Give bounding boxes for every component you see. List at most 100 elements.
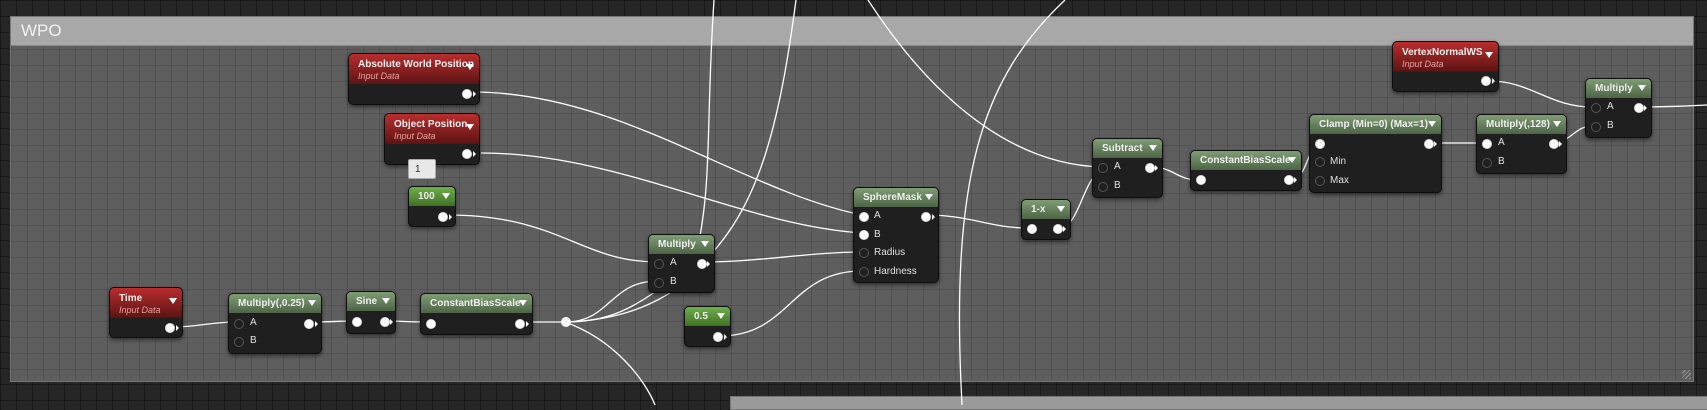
input-pin[interactable]	[1196, 175, 1206, 185]
input-pin-b[interactable]	[1482, 158, 1492, 168]
collapse-arrow-icon[interactable]	[1057, 206, 1065, 212]
node-constant-bias-scale[interactable]: ConstantBiasScale	[420, 293, 533, 335]
node-sphere-mask[interactable]: SphereMask A B Radius Hardness	[853, 187, 939, 283]
wire	[446, 214, 659, 263]
input-pin-hardness[interactable]	[859, 267, 869, 277]
collapse-arrow-icon[interactable]	[382, 298, 390, 304]
node-time[interactable]: Time Input Data	[109, 287, 183, 338]
node-title: Object Position	[394, 119, 468, 130]
node-header[interactable]: Time Input Data	[110, 288, 182, 316]
node-constant-0-5[interactable]: 0.5	[684, 306, 731, 347]
output-arrow-icon	[390, 319, 393, 325]
output-pin[interactable]	[462, 89, 472, 99]
collapse-arrow-icon[interactable]	[1485, 52, 1493, 58]
output-pin[interactable]	[515, 319, 525, 329]
output-pin[interactable]	[1284, 175, 1294, 185]
collapse-arrow-icon[interactable]	[1428, 121, 1436, 127]
input-pin-b[interactable]	[1591, 122, 1601, 132]
node-header[interactable]: 0.5	[685, 307, 730, 326]
node-header[interactable]: Multiply	[1586, 79, 1651, 98]
node-header[interactable]: Multiply(,0.25)	[229, 294, 321, 313]
node-constant-100[interactable]: 100	[408, 186, 456, 227]
node-one-minus-x[interactable]: 1-x	[1021, 199, 1071, 240]
node-header[interactable]: 1-x	[1022, 200, 1070, 219]
node-header[interactable]: ConstantBiasScale	[1191, 151, 1301, 170]
collapse-arrow-icon[interactable]	[466, 124, 474, 130]
input-pin-a[interactable]	[1482, 139, 1492, 149]
node-multiply-2[interactable]: Multiply A B	[1585, 78, 1652, 138]
node-multiply-025[interactable]: Multiply(,0.25) A B	[228, 293, 322, 354]
output-pin[interactable]	[1634, 103, 1644, 113]
collapse-arrow-icon[interactable]	[701, 241, 709, 247]
output-pin[interactable]	[380, 317, 390, 327]
node-absolute-world-position[interactable]: Absolute World Position Input Data	[348, 53, 480, 105]
node-multiply-128[interactable]: Multiply(,128) A B	[1476, 114, 1567, 174]
collapse-arrow-icon[interactable]	[1553, 121, 1561, 127]
collapse-arrow-icon[interactable]	[442, 193, 450, 199]
node-clamp[interactable]: Clamp (Min=0) (Max=1) Min Max	[1309, 114, 1442, 193]
node-header[interactable]: Multiply(,128)	[1477, 115, 1566, 134]
input-pin-a[interactable]	[234, 319, 244, 329]
output-pin[interactable]	[713, 332, 723, 342]
output-pin[interactable]	[1481, 76, 1491, 86]
input-pin[interactable]	[352, 317, 362, 327]
input-pin-min[interactable]	[1315, 157, 1325, 167]
output-pin[interactable]	[1145, 163, 1155, 173]
node-vertex-normal-ws[interactable]: VertexNormalWS Input Data	[1392, 41, 1499, 92]
pin-label-a: A	[1114, 161, 1121, 172]
input-pin[interactable]	[1027, 224, 1037, 234]
reroute-node[interactable]	[561, 317, 571, 327]
node-object-position[interactable]: Object Position Input Data	[384, 113, 480, 165]
node-multiply[interactable]: Multiply A B	[648, 234, 715, 293]
collapse-arrow-icon[interactable]	[308, 300, 316, 306]
input-pin-radius[interactable]	[859, 248, 869, 258]
node-sine[interactable]: Sine	[346, 291, 396, 334]
node-header[interactable]: Subtract	[1093, 139, 1162, 158]
collapse-arrow-icon[interactable]	[1149, 145, 1157, 151]
collapse-arrow-icon[interactable]	[1288, 157, 1296, 163]
output-pin[interactable]	[438, 212, 448, 222]
collapse-arrow-icon[interactable]	[1638, 85, 1646, 91]
output-pin[interactable]	[1549, 139, 1559, 149]
node-constant-bias-scale-2[interactable]: ConstantBiasScale	[1190, 150, 1302, 191]
output-pin[interactable]	[1053, 224, 1063, 234]
input-pin-a[interactable]	[859, 212, 869, 222]
output-pin[interactable]	[1424, 139, 1434, 149]
input-pin-a[interactable]	[1098, 163, 1108, 173]
input-pin-a[interactable]	[654, 259, 664, 269]
node-title: Subtract	[1102, 143, 1143, 154]
input-pin[interactable]	[426, 319, 436, 329]
node-header[interactable]: VertexNormalWS Input Data	[1393, 42, 1498, 70]
node-header[interactable]: Object Position Input Data	[385, 114, 479, 142]
wire	[867, 0, 1104, 168]
node-title: 1-x	[1031, 204, 1046, 215]
collapse-arrow-icon[interactable]	[169, 298, 177, 304]
output-pin[interactable]	[462, 149, 472, 159]
output-arrow-icon	[724, 334, 727, 340]
node-header[interactable]: Sine	[347, 292, 395, 311]
input-pin[interactable]	[1315, 139, 1325, 149]
input-pin-b[interactable]	[654, 278, 664, 288]
input-pin-max[interactable]	[1315, 176, 1325, 186]
node-header[interactable]: Multiply	[649, 235, 714, 254]
input-pin-b[interactable]	[234, 337, 244, 347]
wire	[925, 214, 1029, 229]
input-pin-b[interactable]	[859, 230, 869, 240]
collapse-arrow-icon[interactable]	[717, 313, 725, 319]
collapse-arrow-icon[interactable]	[519, 300, 527, 306]
input-pin-b[interactable]	[1098, 182, 1108, 192]
node-header[interactable]: SphereMask	[854, 188, 938, 207]
output-pin[interactable]	[304, 319, 314, 329]
output-pin[interactable]	[165, 323, 175, 333]
collapse-arrow-icon[interactable]	[466, 64, 474, 70]
node-header[interactable]: 100	[409, 187, 455, 206]
node-subtract[interactable]: Subtract A B	[1092, 138, 1163, 198]
node-header[interactable]: ConstantBiasScale	[421, 294, 532, 313]
node-header[interactable]: Clamp (Min=0) (Max=1)	[1310, 115, 1441, 134]
node-header[interactable]: Absolute World Position Input Data	[349, 54, 479, 82]
collapse-arrow-icon[interactable]	[925, 194, 933, 200]
input-pin-a[interactable]	[1591, 103, 1601, 113]
output-pin[interactable]	[921, 212, 931, 222]
resize-grip-icon[interactable]	[1682, 370, 1691, 379]
output-pin[interactable]	[697, 259, 707, 269]
